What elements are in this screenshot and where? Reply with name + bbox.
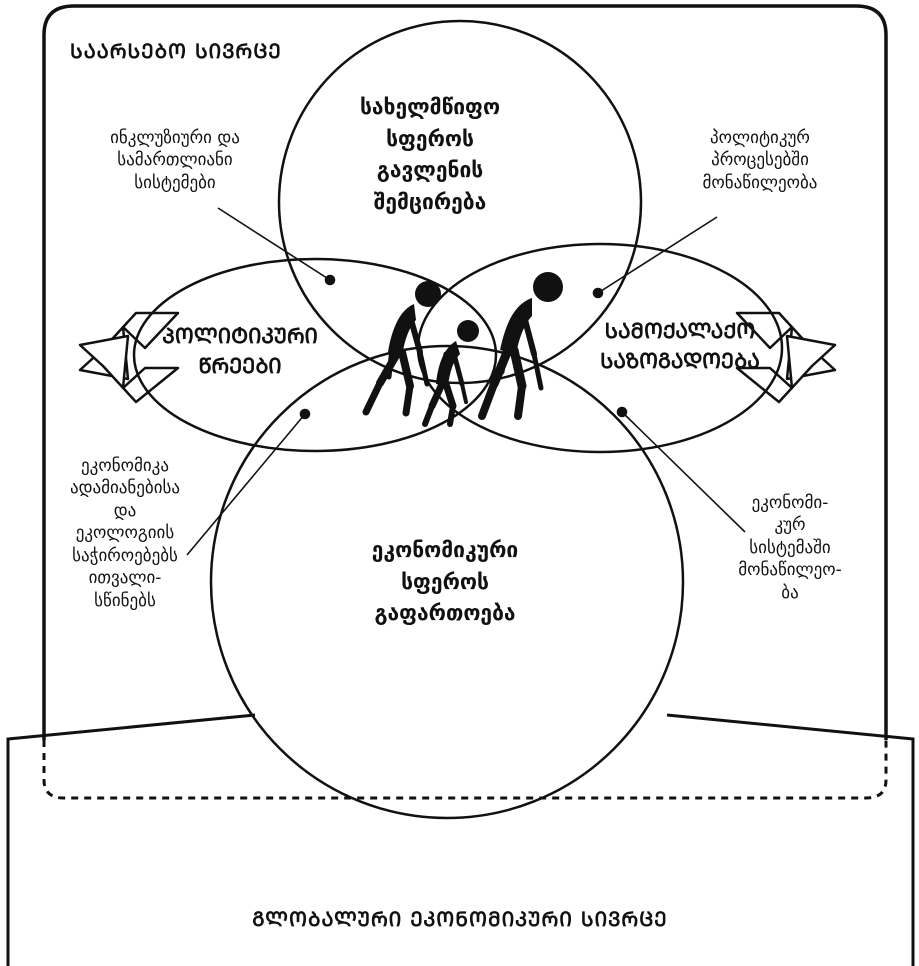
leader-line-bottom-left bbox=[186, 413, 306, 556]
leader-dot-bottom-right bbox=[616, 406, 628, 418]
leader-line-top-left bbox=[217, 207, 331, 281]
annotation-line: და bbox=[113, 500, 137, 521]
economic-sphere-line: ეკონომიკური bbox=[371, 538, 519, 562]
leader-dot-bottom-left bbox=[299, 408, 311, 420]
annotation-line: პოლიტიკურ bbox=[710, 128, 810, 148]
civil-sphere-label: ᲡᲐᲛᲝᲥᲐᲚᲐᲥᲝ ᲡᲐᲖᲝᲒᲐᲓᲝᲔᲑᲐ bbox=[580, 316, 780, 377]
global-space-frame bbox=[6, 713, 915, 966]
double-arrow-right-icon bbox=[735, 311, 837, 404]
annotation-line: კურ bbox=[774, 515, 806, 536]
state-sphere-line: სფეროს bbox=[386, 126, 474, 151]
annotation-bottom-right: ეკონომი- კურ სისტემაში მონაწილეო- ბა bbox=[715, 492, 865, 604]
annotation-line: მონაწილეო- bbox=[738, 560, 842, 581]
state-sphere-line: გავლენის bbox=[376, 158, 484, 182]
annotation-line: პროცესებში bbox=[711, 150, 809, 171]
annotation-line: სისტემაში bbox=[749, 537, 831, 558]
state-sphere-line: სახელმწიფო bbox=[359, 95, 501, 119]
people-pushing-icon bbox=[362, 272, 563, 427]
economic-sphere-circle bbox=[209, 344, 685, 820]
civil-sphere-line: ᲡᲐᲛᲝᲥᲐᲚᲐᲥᲝ bbox=[604, 319, 756, 343]
civil-sphere-line: ᲡᲐᲖᲝᲒᲐᲓᲝᲔᲑᲐ bbox=[600, 349, 760, 374]
political-sphere-line: ᲬᲠᲔᲔᲑᲘ bbox=[198, 354, 282, 379]
annotation-line: ეკონომი- bbox=[751, 493, 829, 513]
economic-sphere-label: ეკონომიკური სფეროს გაფართოება bbox=[330, 535, 560, 630]
national-space-dashed-boundary bbox=[42, 740, 888, 800]
annotation-line: სისტემები bbox=[134, 172, 216, 193]
annotation-line: ბა bbox=[781, 582, 799, 603]
national-space-label: ᲡᲐᲐᲠᲡᲔᲑᲝ ᲡᲘᲕᲠᲪᲔ bbox=[70, 39, 282, 63]
annotation-line: სამართლიანი bbox=[117, 150, 233, 171]
global-space-label: ᲒᲚᲝᲑᲐᲚᲣᲠᲘ ᲔᲙᲝᲜᲝᲛᲘᲙᲣᲠᲘ ᲡᲘᲕᲠᲪᲔ bbox=[252, 907, 668, 931]
annotation-line: ითვალი- bbox=[88, 568, 162, 589]
political-sphere-line: ᲞᲝᲚᲘᲢᲘᲙᲣᲠᲘ bbox=[162, 324, 318, 348]
economic-sphere-line: სფეროს bbox=[401, 569, 489, 594]
political-sphere-ellipse bbox=[132, 257, 498, 453]
annotation-line: ადამიანებისა bbox=[69, 478, 181, 499]
annotation-line: საჭიროებებს bbox=[72, 545, 178, 566]
annotation-bottom-left: ეკონომიკა ადამიანებისა და ეკოლოგიის საჭი… bbox=[35, 455, 215, 612]
annotation-line: ინკლუზიური და bbox=[110, 128, 240, 148]
annotation-line: ეკონომიკა bbox=[81, 456, 169, 476]
national-space-frame bbox=[42, 4, 888, 740]
political-sphere-label: ᲞᲝᲚᲘᲢᲘᲙᲣᲠᲘ ᲬᲠᲔᲔᲑᲘ bbox=[135, 321, 345, 382]
state-sphere-line: შემცირება bbox=[373, 189, 487, 214]
annotation-line: მონაწილეობა bbox=[702, 172, 818, 193]
double-arrow-left-icon bbox=[78, 311, 180, 404]
leader-dot-top-right bbox=[592, 287, 604, 299]
leader-dot-top-left bbox=[324, 274, 336, 286]
economic-sphere-line: გაფართოება bbox=[374, 601, 516, 625]
annotation-line: სწინებს bbox=[94, 590, 156, 611]
annotation-top-left: ინკლუზიური და სამართლიანი სისტემები bbox=[70, 127, 280, 194]
annotation-top-right: პოლიტიკურ პროცესებში მონაწილეობა bbox=[650, 127, 870, 194]
leader-line-top-right bbox=[597, 216, 718, 294]
state-sphere-label: სახელმწიფო სფეროს გავლენის შემცირება bbox=[335, 92, 525, 218]
annotation-line: ეკოლოგიის bbox=[75, 523, 175, 544]
leader-line-bottom-right bbox=[621, 411, 746, 533]
